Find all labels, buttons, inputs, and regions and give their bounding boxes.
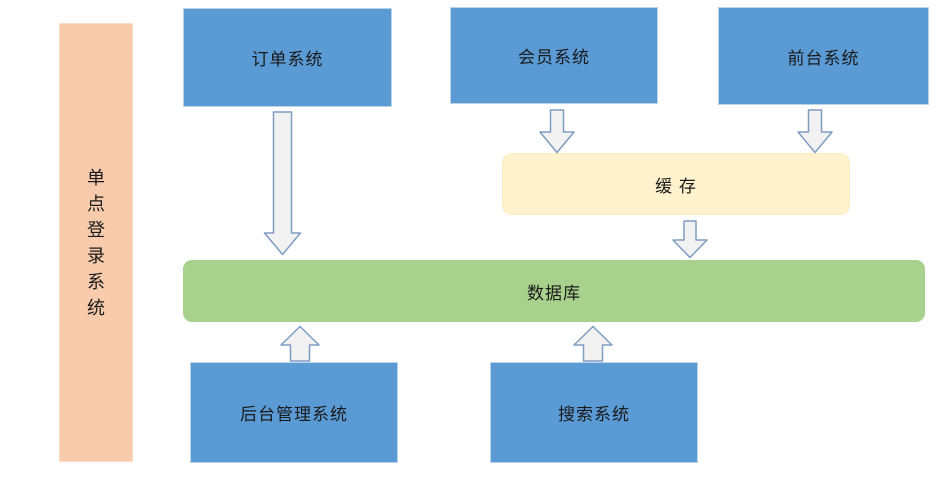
arrow-down-order-to-database-icon	[263, 111, 302, 256]
member-system-label: 会员系统	[518, 48, 590, 67]
sso-system-label: 单 点 登 录 系 统	[87, 167, 105, 318]
admin-system-label: 后台管理系统	[240, 405, 348, 424]
arrow-down-cache-to-database-icon	[672, 220, 708, 259]
node-frontend-system: 前台系统	[718, 7, 929, 105]
arrow-up-admin-to-database-icon	[280, 325, 320, 362]
arrow-down-member-to-cache-icon	[539, 109, 575, 154]
node-cache: 缓 存	[502, 153, 850, 215]
arrow-down-frontend-to-cache-icon	[797, 109, 833, 154]
arrow-up-search-to-database-icon	[573, 325, 613, 362]
database-label: 数据库	[527, 283, 581, 303]
node-admin-system: 后台管理系统	[190, 362, 398, 463]
node-sso-system: 单 点 登 录 系 统	[59, 23, 133, 462]
node-search-system: 搜索系统	[490, 362, 698, 463]
node-order-system: 订单系统	[183, 8, 392, 107]
order-system-label: 订单系统	[251, 50, 324, 69]
node-database: 数据库	[183, 260, 925, 322]
search-system-label: 搜索系统	[558, 405, 630, 424]
cache-label: 缓 存	[655, 176, 697, 196]
node-member-system: 会员系统	[450, 7, 658, 104]
frontend-system-label: 前台系统	[787, 48, 860, 68]
